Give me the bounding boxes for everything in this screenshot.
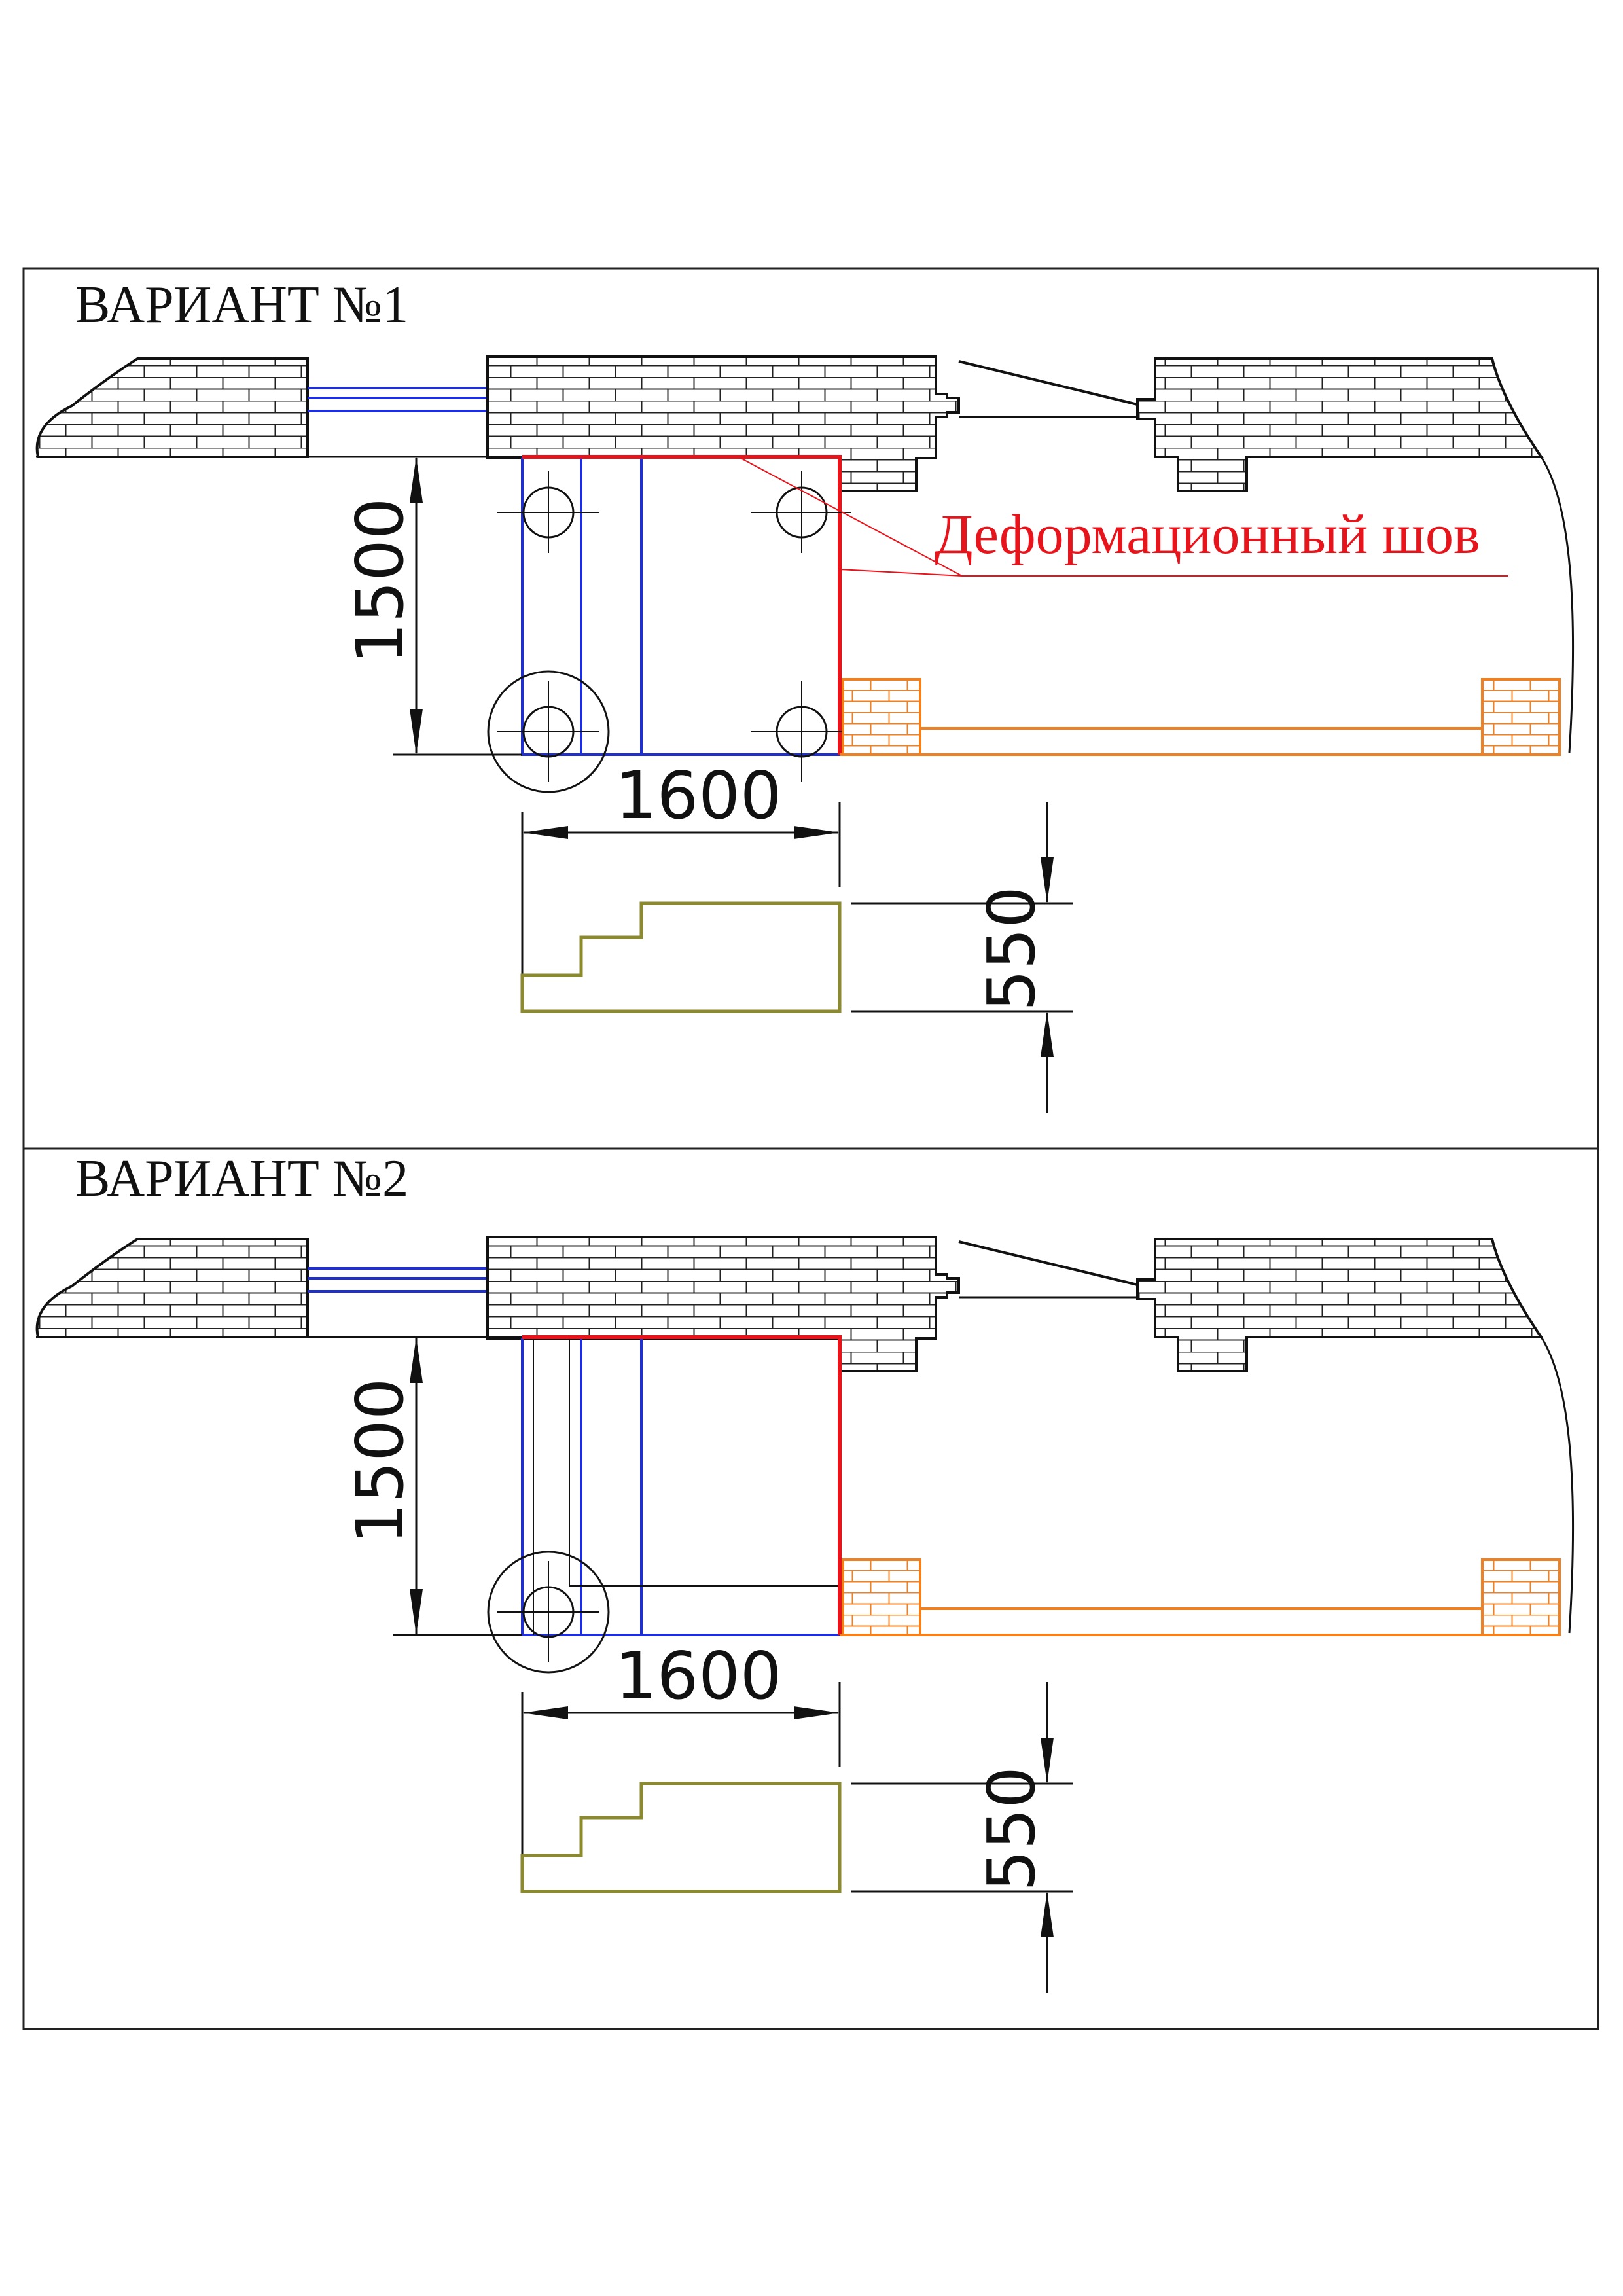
variant-1-title: ВАРИАНТ №1: [75, 276, 408, 334]
stepped-section: [520, 901, 842, 1013]
dimension-step-height-label: 550: [973, 886, 1050, 1011]
dimension-width: 1600: [521, 1638, 841, 1892]
anchor-bolt-top-left: [497, 471, 599, 553]
dimension-height-label: 1500: [342, 1378, 418, 1545]
blue-beam: [308, 387, 488, 412]
variant-2-frame: [22, 1147, 1599, 2030]
break-line: [1540, 456, 1575, 753]
blue-beam: [308, 1267, 488, 1293]
right-masonry-slab: [1136, 1238, 1544, 1372]
red-foundation-outline: [522, 455, 842, 755]
left-masonry-slab: [35, 1238, 309, 1338]
stepped-section: [520, 1782, 842, 1893]
variant-2-title: ВАРИАНТ №2: [75, 1150, 408, 1208]
red-foundation-outline: [522, 1335, 842, 1635]
central-masonry-slab: [486, 1236, 960, 1372]
dimension-step-height-label: 550: [973, 1767, 1050, 1892]
dimension-step-height: 550: [851, 1682, 1073, 1993]
orange-pit: [840, 678, 1561, 756]
inner-guide-lines: [533, 1337, 840, 1635]
right-masonry-slab: [1136, 357, 1544, 492]
dimension-width-label: 1600: [615, 1638, 782, 1714]
joint-connector: [958, 360, 1138, 406]
variant-2: ВАРИАНТ №2: [35, 1150, 1575, 1993]
orange-pit: [840, 1558, 1561, 1636]
expansion-joint-label: Деформационный шов: [935, 503, 1480, 565]
dimension-width: 1600: [521, 757, 841, 1011]
dimension-step-height: 550: [851, 802, 1073, 1113]
expansion-joint-callout: Деформационный шов: [738, 456, 1508, 577]
central-masonry-slab: [486, 355, 960, 492]
anchor-bolt-top-right: [751, 471, 851, 553]
dimension-height: 1500: [342, 456, 522, 756]
anchor-bolt-bottom-left: [487, 1551, 610, 1674]
dimension-width-label: 1600: [615, 757, 782, 834]
anchor-bolt-bottom-right: [751, 681, 851, 782]
dimension-height: 1500: [342, 1336, 522, 1636]
joint-connector: [958, 1240, 1138, 1286]
dimension-height-label: 1500: [342, 498, 418, 665]
left-masonry-slab: [35, 357, 309, 458]
anchor-bolt-bottom-left: [487, 670, 610, 793]
variant-1: ВАРИАНТ №1: [35, 276, 1575, 1113]
break-line: [1540, 1336, 1575, 1634]
